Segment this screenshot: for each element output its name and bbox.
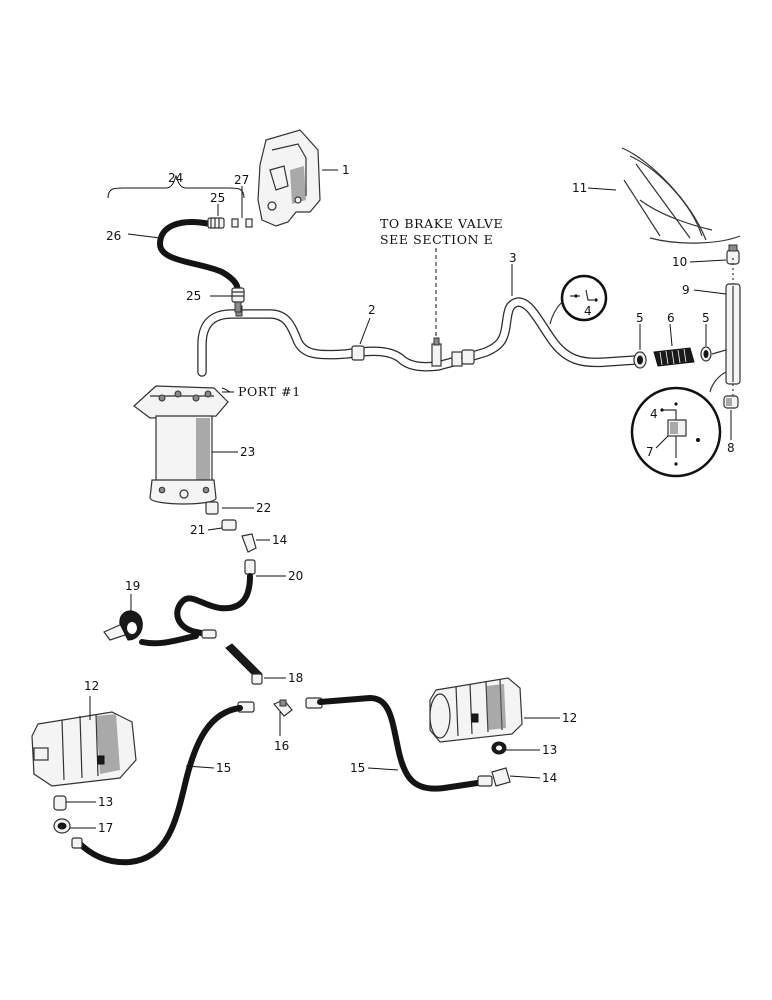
- callout-3: 3: [509, 251, 517, 265]
- callout-6: 6: [667, 311, 675, 325]
- callout-4-detail-right: 4: [650, 407, 658, 421]
- part-20-hose: [174, 559, 256, 637]
- note-see-section-e: SEE SECTION E: [380, 232, 493, 247]
- callout-15-right: 15: [350, 761, 365, 775]
- callout-17: 17: [98, 821, 113, 835]
- part-13-fitting-right: [491, 741, 507, 755]
- callout-12-left: 12: [84, 679, 99, 693]
- part-18-hose-end: [201, 629, 263, 685]
- callout-5-right: 5: [702, 311, 710, 325]
- detail-circle-fitting-4: [549, 274, 608, 325]
- callout-24: 24: [168, 171, 183, 185]
- part-10-upper-fitting: [726, 244, 740, 265]
- callout-15-left: 15: [216, 761, 231, 775]
- part-11-steering-wheel: [621, 147, 741, 244]
- part-2-tube-assembly: [197, 305, 465, 377]
- part-26-upper-hose: [157, 219, 241, 295]
- part-12-pump-right: [429, 677, 523, 743]
- part-15-left-hose: [75, 701, 255, 866]
- callout-18: 18: [288, 671, 303, 685]
- detail-circle-fittings-4-7: [630, 386, 722, 478]
- callout-12-right: 12: [562, 711, 577, 725]
- callout-25-lower: 25: [186, 289, 201, 303]
- callout-10: 10: [672, 255, 687, 269]
- callout-13-left: 13: [98, 795, 113, 809]
- callout-22: 22: [256, 501, 271, 515]
- part-6-coupler-spring: [653, 347, 695, 367]
- part-22-fitting: [205, 501, 219, 515]
- callout-13-right: 13: [542, 743, 557, 757]
- callout-14-lower: 14: [542, 771, 557, 785]
- callout-9: 9: [682, 283, 690, 297]
- callout-14-upper: 14: [272, 533, 287, 547]
- callout-16: 16: [274, 739, 289, 753]
- callout-5-left: 5: [636, 311, 644, 325]
- callout-21: 21: [190, 523, 205, 537]
- callout-11: 11: [572, 181, 587, 195]
- part-5-seal-right: [700, 346, 712, 362]
- note-to-brake-valve: TO BRAKE VALVE: [380, 216, 503, 231]
- callout-labels: 1 2 3 4 4 5 5 6 7 8 9 10 11 12 12 13 13 …: [84, 163, 735, 835]
- part-1-valve-housing: [257, 129, 321, 227]
- part-14-elbow-lower: [491, 767, 511, 787]
- part-25-lower-hose-end: [231, 287, 245, 313]
- callout-26: 26: [106, 229, 121, 243]
- part-14-elbow-upper: [241, 533, 257, 553]
- callout-23: 23: [240, 445, 255, 459]
- callout-25-upper: 25: [210, 191, 225, 205]
- part-8-end-cap: [723, 395, 739, 409]
- callout-7: 7: [646, 445, 654, 459]
- callout-20: 20: [288, 569, 303, 583]
- part-16-tee-fitting: [273, 699, 293, 717]
- notes: TO BRAKE VALVE SEE SECTION E PORT #1: [221, 216, 503, 399]
- callout-1: 1: [342, 163, 350, 177]
- part-15-left-hose-end: [71, 837, 83, 849]
- part-13-fitting-left: [53, 795, 67, 811]
- part-15-right-hose: [305, 695, 493, 792]
- part-25-upper-hose-end: [207, 217, 225, 229]
- callout-27: 27: [234, 173, 249, 187]
- callout-2: 2: [368, 303, 376, 317]
- callout-8: 8: [727, 441, 735, 455]
- part-17-fitting: [53, 818, 71, 834]
- part-21-fitting: [221, 519, 237, 531]
- part-27-adapter: [231, 218, 253, 228]
- part-19-hose-clamp: [103, 610, 199, 647]
- callout-19: 19: [125, 579, 140, 593]
- leader-lines: [66, 169, 732, 829]
- part-9-column-tube: [725, 283, 741, 385]
- part-5-seal-left: [633, 351, 647, 369]
- callout-4-detail-left: 4: [584, 304, 592, 318]
- part-12-pump-left: [31, 711, 137, 787]
- part-3-tube-assembly: [461, 297, 641, 368]
- part-23-steering-motor: [133, 385, 229, 505]
- port-1-label: PORT #1: [238, 384, 301, 399]
